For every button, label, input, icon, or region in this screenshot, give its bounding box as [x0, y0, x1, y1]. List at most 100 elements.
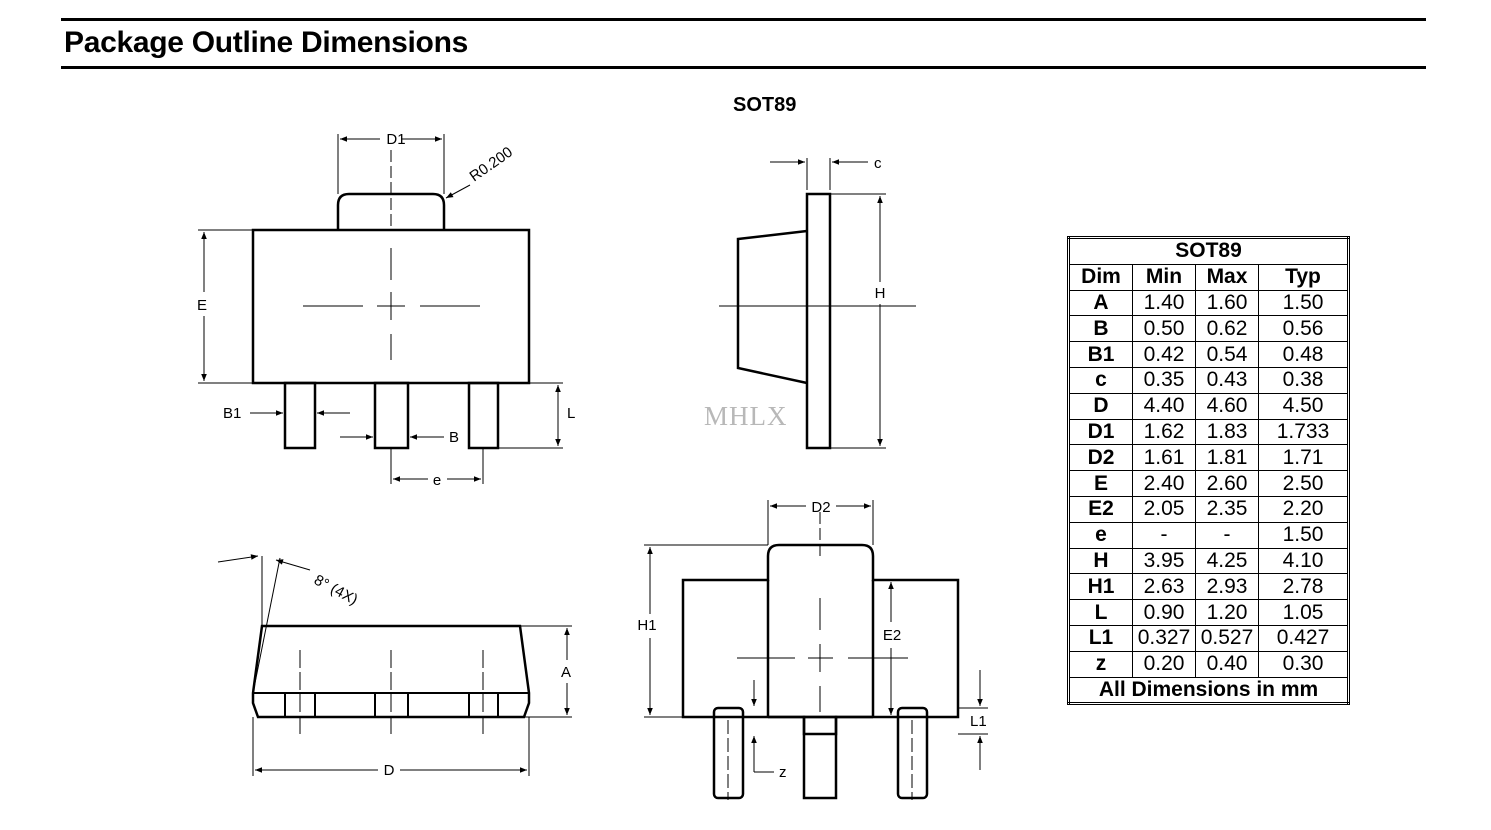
table-cell: E2: [1068, 495, 1133, 523]
label-d2: D2: [811, 499, 830, 516]
label-e-height: E: [197, 297, 207, 314]
table-cell: D: [1068, 392, 1133, 420]
table-cell: 2.40: [1132, 470, 1196, 497]
table-cell: 0.54: [1195, 341, 1259, 368]
table-cell: 0.43: [1195, 366, 1259, 394]
table-cell: 2.63: [1132, 573, 1196, 601]
table-cell: 2.78: [1258, 573, 1349, 601]
table-cell: c: [1068, 366, 1133, 394]
table-footer: All Dimensions in mm: [1068, 676, 1349, 705]
table-cell: 0.48: [1258, 341, 1349, 368]
bottom-lead-center: [802, 715, 838, 800]
page-title: Package Outline Dimensions: [64, 26, 468, 59]
label-b1: B1: [223, 405, 241, 422]
table-cell: 3.95: [1132, 547, 1196, 575]
table-cell: 1.20: [1195, 599, 1259, 626]
table-cell: L1: [1068, 624, 1133, 652]
table-cell: 0.30: [1258, 650, 1349, 678]
label-e2: E2: [883, 627, 901, 644]
table-cell: 1.62: [1132, 418, 1196, 446]
table-cell: z: [1068, 650, 1133, 678]
top-lead-center: [373, 381, 410, 450]
label-c: c: [874, 155, 882, 172]
table-cell: 1.733: [1258, 418, 1349, 446]
table-cell: L: [1068, 599, 1133, 626]
table-cell: 1.81: [1195, 444, 1259, 472]
label-b: B: [449, 429, 459, 446]
label-pitch-e: e: [433, 472, 441, 489]
table-cell: 0.35: [1132, 366, 1196, 394]
header-top-rule: [61, 18, 1426, 21]
table-cell: 2.93: [1195, 573, 1259, 601]
table-cell: 1.71: [1258, 444, 1349, 472]
table-cell: 4.60: [1195, 392, 1259, 420]
table-cell: 0.50: [1132, 315, 1196, 343]
table-cell: 1.40: [1132, 289, 1196, 317]
header-dim: Dim: [1068, 263, 1133, 291]
table-row: e--1.50: [1068, 521, 1349, 549]
header-typ: Typ: [1258, 263, 1349, 291]
table-cell: 2.05: [1132, 495, 1196, 523]
label-h: H: [875, 285, 886, 302]
table-cell: -: [1132, 521, 1196, 549]
header-max: Max: [1195, 263, 1259, 291]
table-cell: D2: [1068, 444, 1133, 472]
top-view: [198, 134, 563, 484]
label-l1: L1: [970, 713, 987, 730]
table-cell: B1: [1068, 341, 1133, 368]
table-cell: 1.50: [1258, 521, 1349, 549]
front-body-outline: [251, 624, 531, 719]
table-cell: D1: [1068, 418, 1133, 446]
label-l: L: [567, 405, 575, 422]
label-z: z: [779, 764, 787, 781]
table-cell: 4.50: [1258, 392, 1349, 420]
table-cell: 0.62: [1195, 315, 1259, 343]
table-cell: H1: [1068, 573, 1133, 601]
table-cell: 0.40: [1195, 650, 1259, 678]
table-cell: 1.60: [1195, 289, 1259, 317]
label-a: A: [561, 664, 571, 681]
table-cell: 0.42: [1132, 341, 1196, 368]
table-cell: 1.50: [1258, 289, 1349, 317]
table-cell: 2.50: [1258, 470, 1349, 497]
watermark: MHLX: [704, 401, 788, 431]
bottom-body-outline: [681, 543, 960, 736]
table-cell: E: [1068, 470, 1133, 497]
label-radius: R0.200: [467, 144, 516, 186]
table-cell: 0.56: [1258, 315, 1349, 343]
table-title: SOT89: [1068, 237, 1349, 265]
header-bottom-rule: [61, 66, 1426, 69]
top-lead-right: [467, 381, 500, 450]
table-cell: 0.527: [1195, 624, 1259, 652]
table-cell: B: [1068, 315, 1133, 343]
table-cell: 0.327: [1132, 624, 1196, 652]
table-cell: -: [1195, 521, 1259, 549]
label-h1: H1: [637, 617, 656, 634]
table-cell: 4.10: [1258, 547, 1349, 575]
diagram-title: SOT89: [733, 94, 797, 116]
table-cell: 4.25: [1195, 547, 1259, 575]
label-d: D: [384, 762, 395, 779]
table-cell: 0.90: [1132, 599, 1196, 626]
table-cell: 2.20: [1258, 495, 1349, 523]
table-cell: 1.61: [1132, 444, 1196, 472]
table-cell: 0.427: [1258, 624, 1349, 652]
table-cell: H: [1068, 547, 1133, 575]
side-body-outline: [736, 229, 808, 385]
header-min: Min: [1132, 263, 1196, 291]
